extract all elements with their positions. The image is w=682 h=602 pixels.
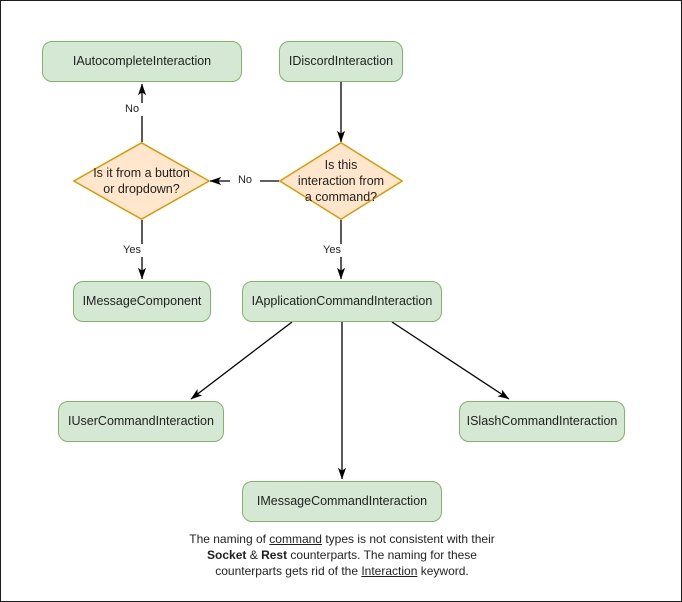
node-discord-interaction[interactable]: IDiscordInteraction [279, 41, 403, 82]
node-decision-button-or-dropdown[interactable]: Is it from a button or dropdown? [73, 142, 210, 220]
node-message-command-interaction[interactable]: IMessageCommandInteraction [242, 481, 442, 522]
footer-note-line-1: The naming of command types is not consi… [132, 532, 552, 548]
node-label: IMessageComponent [82, 293, 202, 308]
edge-label-no-to-diamond: No [230, 174, 260, 187]
node-message-component[interactable]: IMessageComponent [73, 281, 211, 322]
footer-note: The naming of command types is not consi… [132, 532, 552, 580]
footer-note-line-2: Socket & Rest counterparts. The naming f… [132, 548, 552, 564]
footer-underlined-interaction: Interaction [361, 563, 418, 578]
footer-text-d: keyword. [417, 563, 469, 578]
footer-text-tail: counterparts. The naming for these [287, 547, 477, 562]
node-label: Is this interaction from a command? [297, 158, 385, 204]
node-label: IAutocompleteInteraction [72, 53, 212, 68]
node-label: IDiscordInteraction [288, 53, 394, 68]
node-slash-command-interaction[interactable]: ISlashCommandInteraction [459, 401, 625, 442]
node-label: IMessageCommandInteraction [256, 493, 428, 508]
node-label: IApplicationCommandInteraction [251, 293, 433, 308]
node-application-command-interaction[interactable]: IApplicationCommandInteraction [242, 281, 442, 322]
footer-text-amp: & [246, 547, 262, 562]
node-label: IUserCommandInteraction [68, 413, 214, 428]
edge-label-yes-to-app-command: Yes [321, 244, 351, 257]
node-label: ISlashCommandInteraction [466, 413, 618, 428]
node-user-command-interaction[interactable]: IUserCommandInteraction [58, 401, 224, 442]
footer-bold-socket: Socket [207, 547, 247, 562]
edge-app-command-to-slash-command [391, 321, 510, 400]
node-autocomplete-interaction[interactable]: IAutocompleteInteraction [42, 41, 242, 82]
footer-underlined-command: command [269, 532, 322, 546]
footer-bold-rest: Rest [261, 547, 288, 562]
footer-text-a: The naming of [189, 532, 270, 546]
edge-label-yes-to-message-component: Yes [121, 244, 151, 257]
diamond-shape [73, 142, 210, 220]
diamond-shape [279, 142, 403, 220]
footer-text-b: types is not consistent with their [321, 532, 495, 546]
node-decision-from-command[interactable]: Is this interaction from a command? [279, 142, 403, 220]
footer-text-c: counterparts gets rid of the [215, 563, 362, 578]
edge-app-command-to-user-command [190, 321, 293, 400]
edge-label-no-to-autocomplete: No [123, 103, 153, 116]
node-label: Is it from a button or dropdown? [93, 166, 190, 196]
footer-note-line-3: counterparts gets rid of the Interaction… [132, 564, 552, 580]
